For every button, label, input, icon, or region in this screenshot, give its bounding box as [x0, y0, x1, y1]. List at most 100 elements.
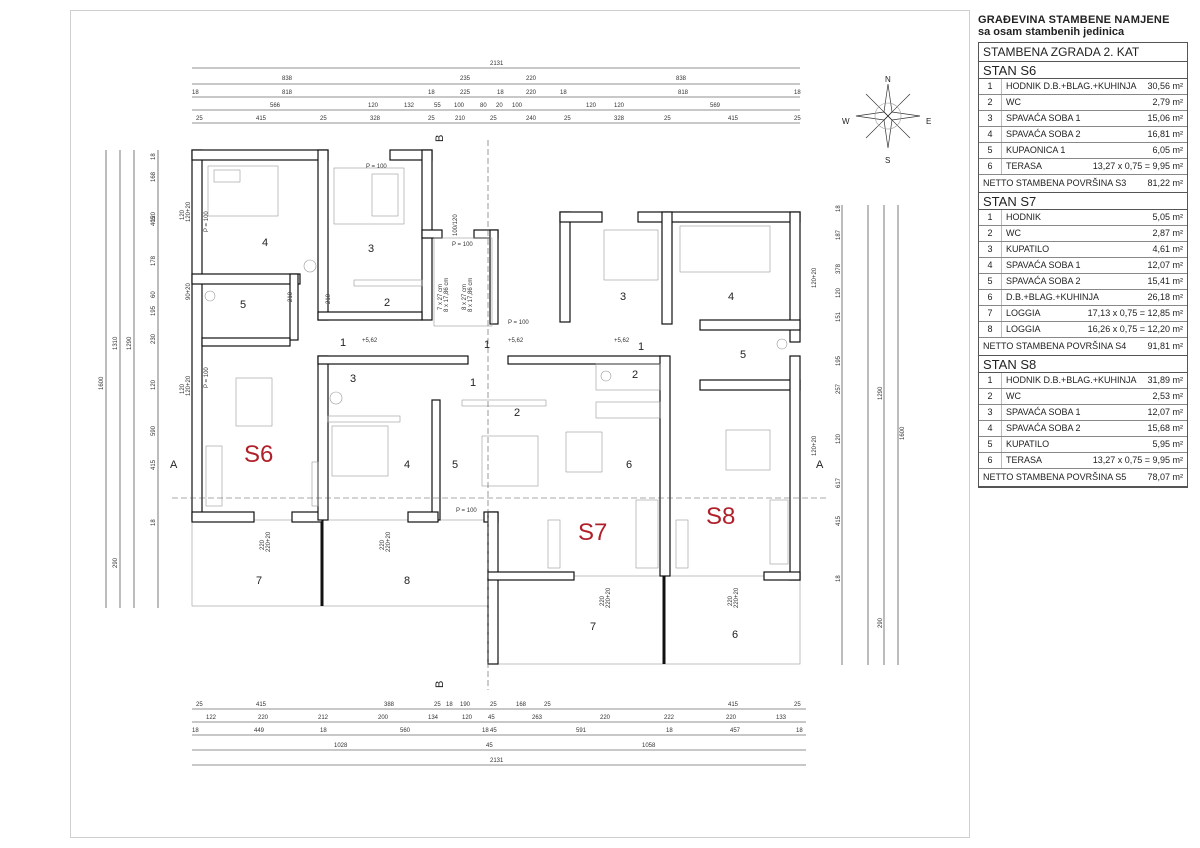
dim-right-seg: 195	[836, 355, 842, 366]
walls	[191, 149, 801, 665]
window-width: 120+20	[812, 267, 818, 288]
legend-room-area: 17,13 x 0,75 = 12,85 m²	[1087, 308, 1183, 318]
window-width: 120+20	[812, 435, 818, 456]
dim-right-seg: 415	[836, 515, 842, 526]
legend-room-number: 2	[979, 95, 1002, 110]
legend-room-number: 5	[979, 274, 1002, 289]
legend-room-area: 31,89 m²	[1147, 375, 1183, 385]
section-a-left: A	[170, 459, 178, 471]
level-mark: +5,62	[362, 338, 378, 344]
dim-top-r3: 80	[480, 103, 487, 109]
legend-room-name: LOGGIA	[1006, 308, 1041, 318]
dim-bot-r1: 415	[728, 702, 739, 708]
legend-room-area: 16,26 x 0,75 = 12,20 m²	[1087, 324, 1183, 334]
dim-bot-r2: 134	[428, 715, 439, 721]
legend-room-number: 2	[979, 226, 1002, 241]
dim-bot-r3: 560	[400, 728, 411, 734]
dim-bot-r1: 190	[460, 702, 471, 708]
dim-top-r4: 25	[794, 116, 801, 122]
legend-room-number: 6	[979, 453, 1002, 468]
dim-top-r4: 25	[196, 116, 203, 122]
room-number: 1	[340, 337, 346, 349]
legend-room-name: HODNIK	[1006, 212, 1042, 222]
window-width: 120	[180, 209, 186, 220]
legend-room-area: 2,53 m²	[1152, 391, 1183, 401]
dim-right-seg: 120	[836, 433, 842, 444]
room-number: 3	[368, 243, 374, 255]
window-width: 100/120	[453, 214, 459, 236]
dim-top-r1: 220	[526, 76, 537, 82]
dim-top-r3: 120	[614, 103, 625, 109]
dim-bot-total: 2131	[490, 758, 504, 764]
dim-bot-r1: 25	[434, 702, 441, 708]
stair-step: 7 x 27 cm	[438, 284, 444, 310]
dim-top-r1: 838	[282, 76, 293, 82]
furniture	[204, 165, 789, 569]
section-b-top: B	[434, 135, 446, 142]
dim-top-r4: 328	[370, 116, 381, 122]
dim-bot-r2: 263	[532, 715, 543, 721]
dim-bot-r4: 1058	[642, 743, 656, 749]
stair-step: 8 x 17,86 cm	[468, 278, 474, 312]
dim-left-seg: 120	[151, 211, 157, 222]
room-number: 1	[638, 341, 644, 353]
dim-left-seg: 18	[151, 153, 157, 160]
dim-top-r4: 415	[256, 116, 267, 122]
dim-left-seg: 18	[151, 519, 157, 526]
legend-total-value: 78,07 m²	[1147, 472, 1183, 482]
window-width: 210	[326, 293, 332, 304]
dim-bot-r3: 18	[666, 728, 673, 734]
legend-room-name: SPAVAĆA SOBA 1	[1006, 407, 1081, 417]
legend-room-number: 8	[979, 322, 1002, 337]
dim-bot-r1: 25	[544, 702, 551, 708]
dim-bot-r2: 122	[206, 715, 217, 721]
dim-bot-r1: 25	[794, 702, 801, 708]
dim-bot-r1: 18	[446, 702, 453, 708]
legend-total-value: 91,81 m²	[1147, 341, 1183, 351]
dim-top-r2: 220	[526, 90, 537, 96]
legend-room-number: 3	[979, 111, 1002, 126]
legend-room-area: 15,06 m²	[1147, 113, 1183, 123]
legend-room-area: 15,68 m²	[1147, 423, 1183, 433]
dim-bot-r3: 449	[254, 728, 265, 734]
legend-room-number: 1	[979, 79, 1002, 94]
dim-bot-r3: 45	[490, 728, 497, 734]
dim-top-r4: 328	[614, 116, 625, 122]
dim-top-r2: 225	[460, 90, 471, 96]
room-number: 5	[240, 299, 246, 311]
room-number: 2	[632, 369, 638, 381]
dimension-lines-top: 2131 838 235 220 838 18 818 18 225 18 22…	[192, 61, 801, 124]
dim-top-r1: 235	[460, 76, 471, 82]
room-number: 7	[256, 575, 262, 587]
dim-left-seg: 405	[151, 215, 157, 226]
legend-total-label: NETTO STAMBENA POVRŠINA S4	[983, 341, 1127, 351]
dim-top-r3: 100	[512, 103, 523, 109]
room-number: 6	[626, 459, 632, 471]
unit-label-s6: S6	[244, 441, 273, 468]
legend-unit-heading: STAN S8	[979, 356, 1187, 373]
door-width: P = 100	[452, 242, 473, 248]
compass-e: E	[926, 117, 931, 126]
dim-right-seg: 617	[836, 477, 842, 488]
legend-room-number: 1	[979, 210, 1002, 225]
dim-top-r3: 120	[368, 103, 379, 109]
dim-bot-r1: 168	[516, 702, 527, 708]
legend-unit-heading: STAN S6	[979, 62, 1187, 79]
dim-left-seg: 195	[151, 305, 157, 316]
dim-bot-r1: 25	[490, 702, 497, 708]
dim-left-seg: 60	[151, 291, 157, 298]
legend-room-area: 13,27 x 0,75 = 9,95 m²	[1092, 161, 1183, 171]
legend-total-label: NETTO STAMBENA POVRŠINA S3	[983, 178, 1127, 188]
legend-room-name: KUPATILO	[1006, 439, 1050, 449]
area-legend: GRAĐEVINA STAMBENE NAMJENE sa osam stamb…	[978, 14, 1188, 488]
